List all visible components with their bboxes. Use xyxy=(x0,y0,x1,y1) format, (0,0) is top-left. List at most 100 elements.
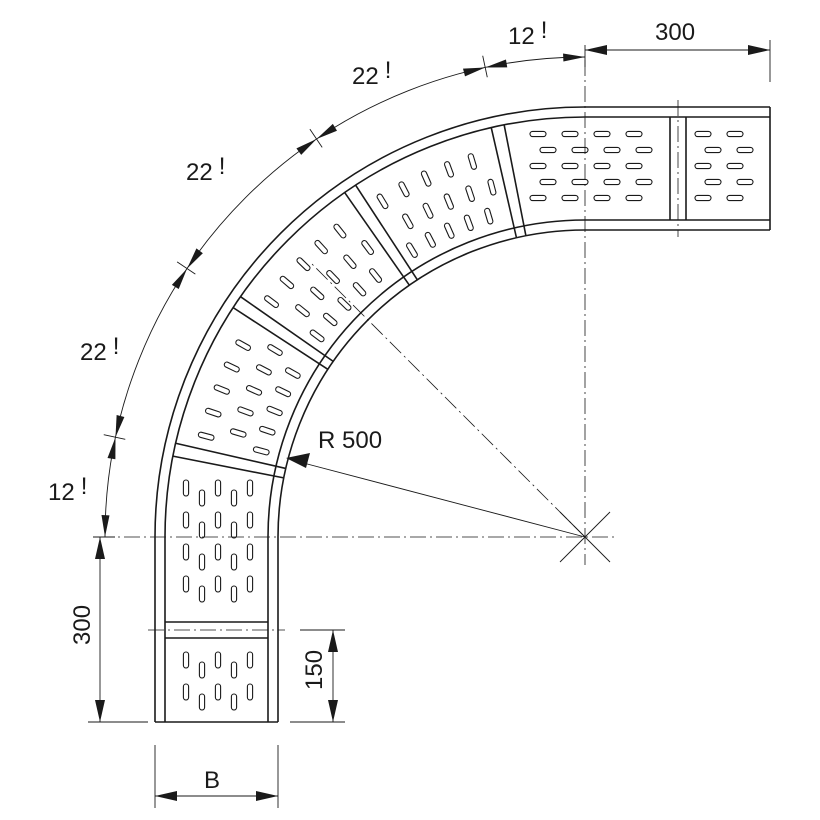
slot xyxy=(625,194,643,202)
slot xyxy=(593,130,611,138)
joint-line xyxy=(240,296,334,363)
joint-line xyxy=(344,192,411,286)
slot xyxy=(230,521,238,539)
top-length-label: 300 xyxy=(655,19,695,46)
slot xyxy=(323,312,338,327)
dim-top-300 xyxy=(585,40,771,82)
dim-width-b xyxy=(154,745,279,808)
joint-line xyxy=(354,184,419,281)
perforation-slots xyxy=(182,130,754,711)
slot xyxy=(246,575,254,593)
slot xyxy=(424,231,436,248)
center-lines xyxy=(98,60,615,565)
slot xyxy=(204,407,222,418)
slot xyxy=(561,130,579,138)
angle-tick xyxy=(309,128,323,148)
slot xyxy=(402,213,414,230)
tray-outline xyxy=(154,106,771,723)
slot xyxy=(529,194,547,202)
slot xyxy=(198,661,206,679)
slot xyxy=(420,170,432,187)
angle-arrow xyxy=(107,437,116,460)
slot xyxy=(443,222,455,239)
slot xyxy=(529,130,547,138)
slot xyxy=(296,257,311,272)
angle-arrow xyxy=(115,414,125,438)
slot xyxy=(361,240,375,255)
slot xyxy=(197,431,215,441)
slot xyxy=(198,521,206,539)
joint-line xyxy=(232,306,329,371)
slot xyxy=(333,223,347,239)
slot xyxy=(398,181,410,198)
slot xyxy=(198,553,206,571)
joint-line xyxy=(172,455,284,479)
angle-arrow xyxy=(563,53,585,62)
slot xyxy=(571,178,589,186)
slot xyxy=(539,178,557,186)
slot xyxy=(694,194,712,202)
dim-150 xyxy=(290,629,345,723)
slot xyxy=(726,130,744,138)
slot xyxy=(704,146,722,154)
slot xyxy=(214,479,222,497)
slot xyxy=(198,489,206,507)
angle-tick xyxy=(176,261,196,275)
angle-arrow xyxy=(171,268,188,289)
angle-arrow xyxy=(187,248,203,269)
width-label: B xyxy=(204,767,220,794)
slot xyxy=(376,193,389,210)
slot xyxy=(625,162,643,170)
slot xyxy=(229,428,247,438)
joint-line xyxy=(175,442,286,470)
slot xyxy=(487,178,497,196)
angle-tick xyxy=(482,55,488,78)
slot xyxy=(352,282,367,297)
labels: R 500 300 300 150 B 12! 22! 22! 22! 12! xyxy=(48,17,695,794)
slot xyxy=(635,178,653,186)
slot xyxy=(343,254,357,269)
angle-arrow xyxy=(101,515,110,537)
angle-arrow xyxy=(485,59,508,68)
slot xyxy=(561,194,579,202)
slot xyxy=(726,194,744,202)
dim-left-300 xyxy=(88,537,148,723)
slot xyxy=(252,446,270,456)
slot xyxy=(625,130,643,138)
slot xyxy=(539,146,557,154)
angle-label-mid-3: 22! xyxy=(80,333,119,366)
angle-arrow xyxy=(296,139,317,155)
slot xyxy=(182,683,190,701)
angle-dimension xyxy=(93,45,586,538)
slot xyxy=(529,162,547,170)
slot xyxy=(275,386,292,398)
slot xyxy=(467,153,478,170)
slot xyxy=(593,194,611,202)
slot xyxy=(736,178,754,186)
slot xyxy=(561,162,579,170)
slot xyxy=(279,275,295,290)
slot xyxy=(198,585,206,603)
slot xyxy=(266,405,283,417)
slot xyxy=(463,214,474,232)
slot xyxy=(326,270,340,285)
slot xyxy=(314,239,328,255)
slot xyxy=(704,178,722,186)
slot xyxy=(246,511,254,529)
slot xyxy=(235,339,252,351)
slot xyxy=(635,146,653,154)
slot xyxy=(369,268,383,283)
slot xyxy=(230,661,238,679)
slot xyxy=(230,489,238,507)
slot xyxy=(603,178,621,186)
angle-label-mid-2: 22! xyxy=(186,153,225,186)
slot xyxy=(237,406,254,417)
slot xyxy=(223,361,240,373)
slot xyxy=(309,329,325,343)
slot xyxy=(214,543,222,561)
top-straight-joint xyxy=(669,100,687,237)
radius-leader xyxy=(286,453,586,538)
slot xyxy=(694,162,712,170)
slot xyxy=(255,364,272,376)
